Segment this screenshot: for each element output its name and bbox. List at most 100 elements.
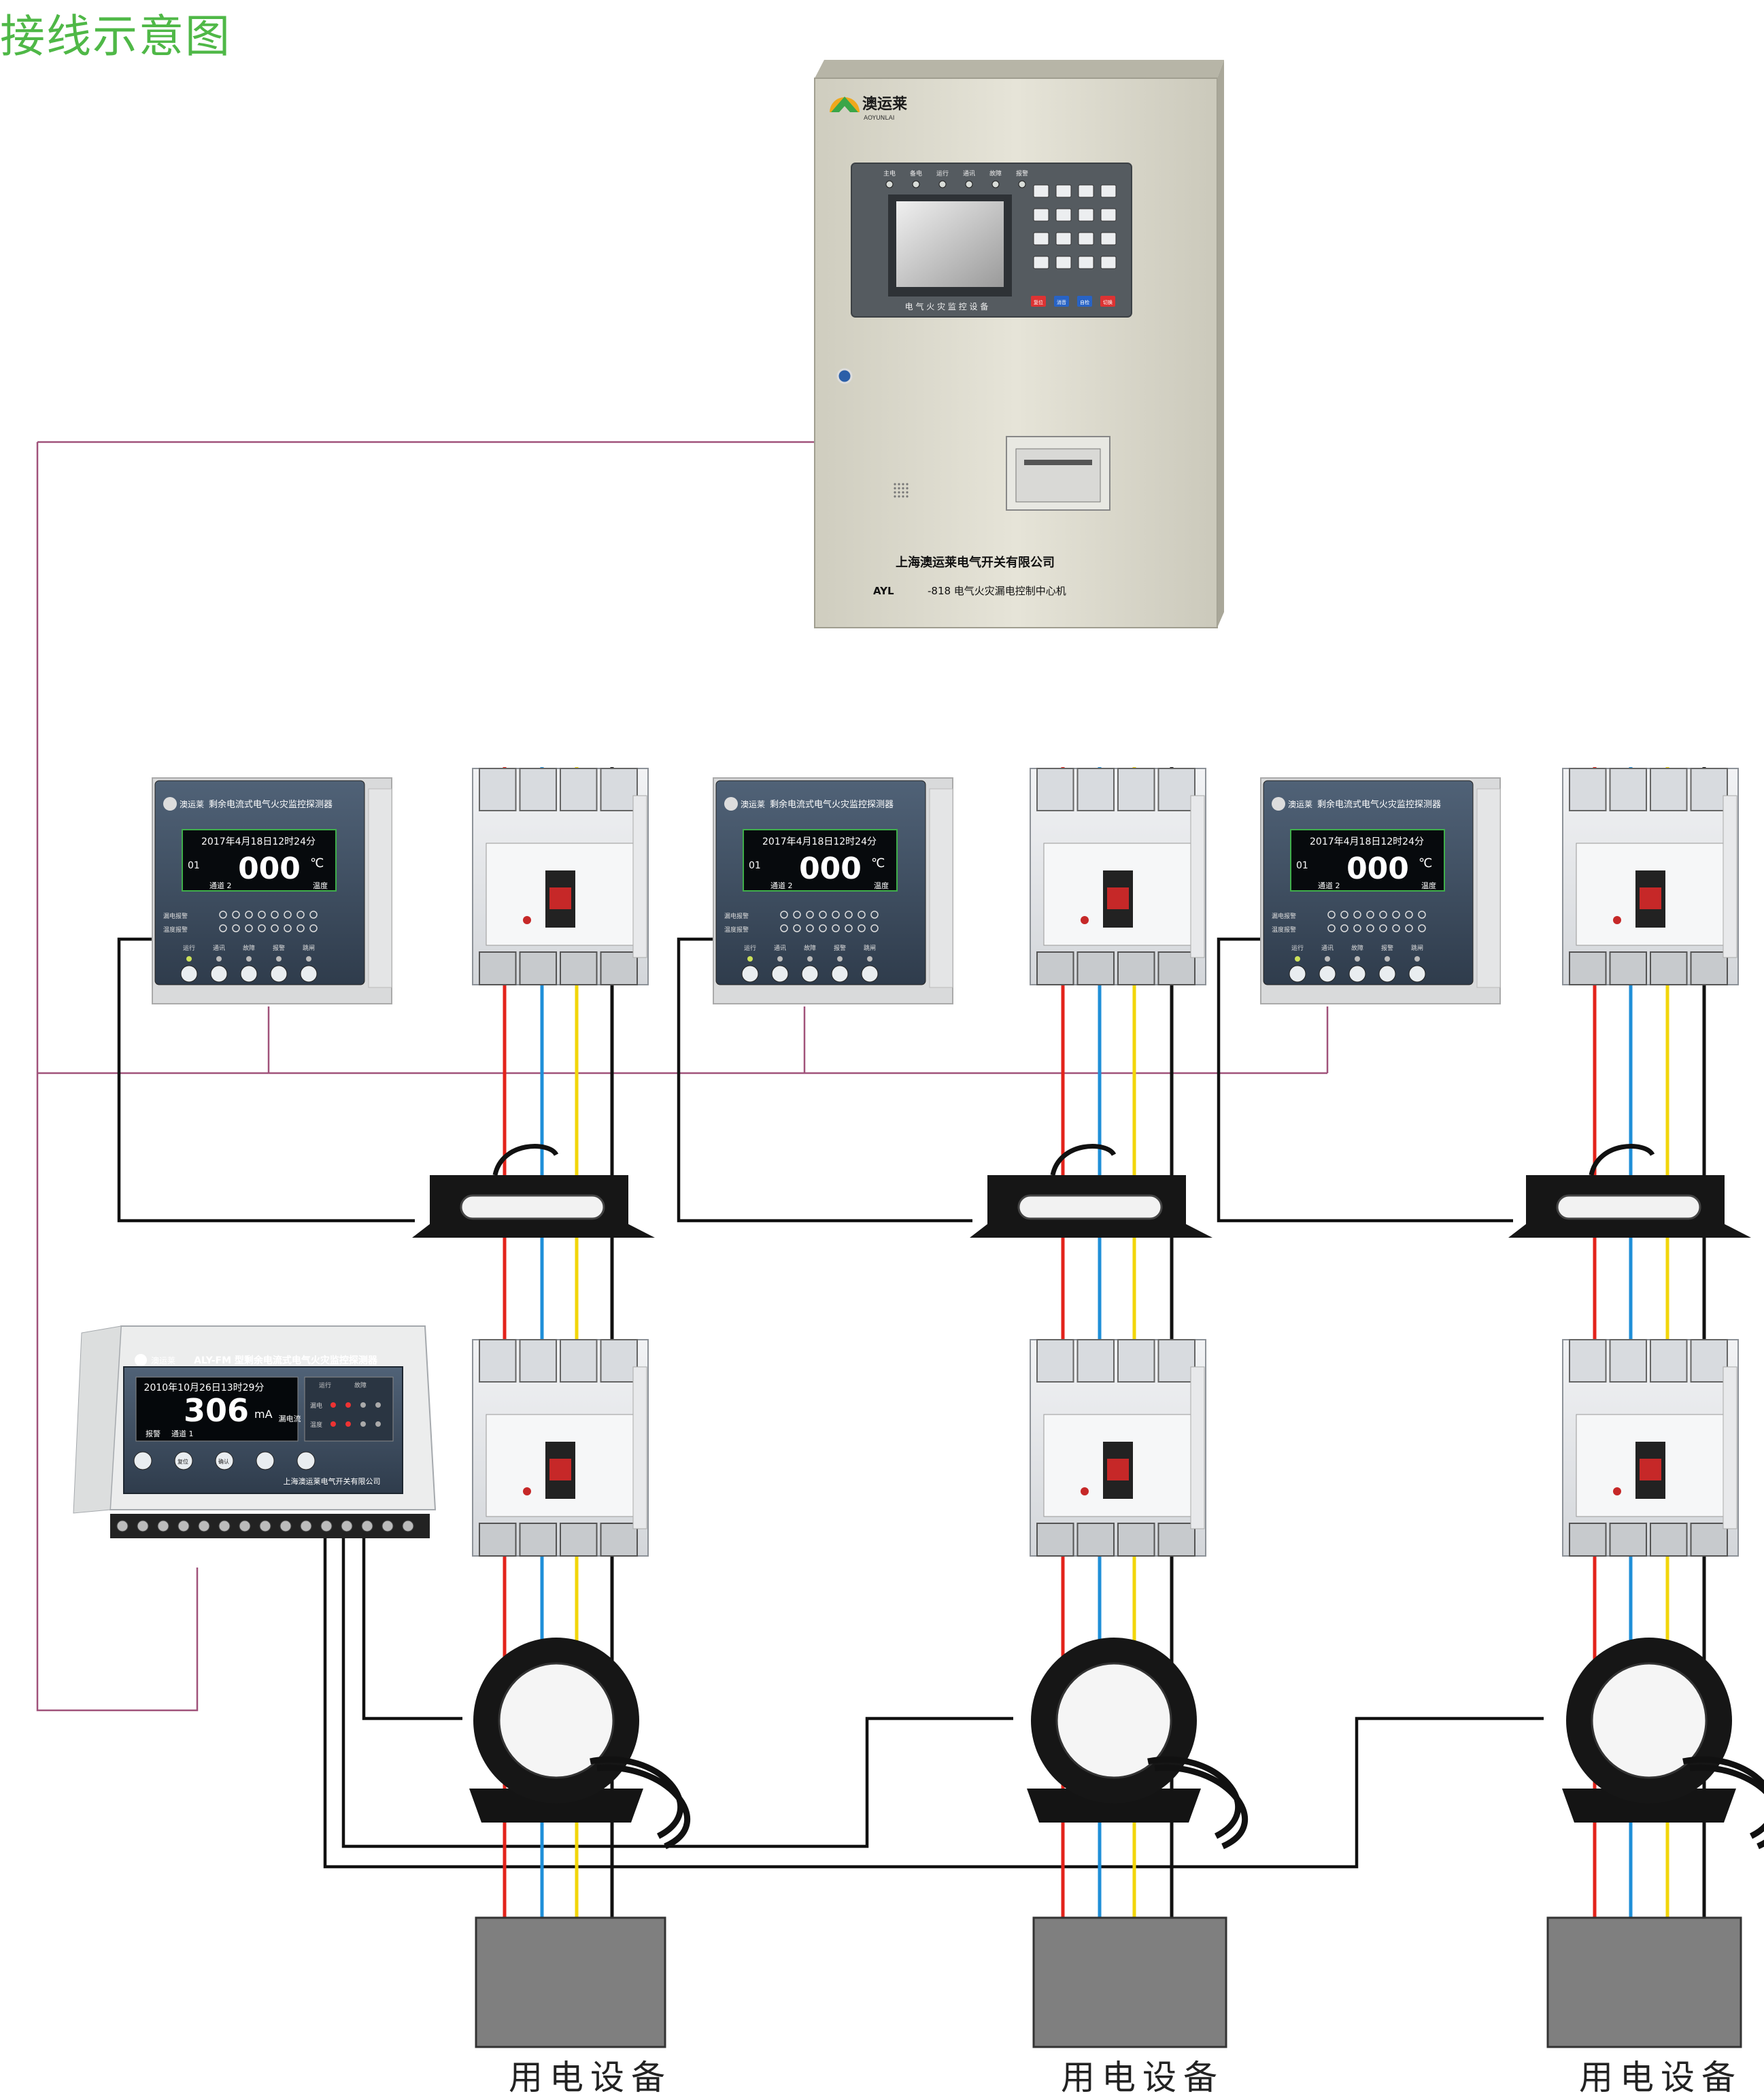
breaker-handle [1107,887,1129,909]
speaker-grille-dot [902,487,904,490]
keypad-key [1078,256,1094,269]
rail-button-label-2: 确认 [218,1458,229,1465]
split-ct-col1 [412,1144,655,1238]
detector-led [1418,924,1426,932]
split-ct-col3 [1508,1144,1751,1238]
rail-terminal-screw [300,1520,312,1532]
detector-title: 剩余电流式电气火灾监控探测器 [209,799,333,810]
breaker-terminal [1690,768,1728,811]
breaker-col2-bottom [1030,1339,1206,1557]
rail-button [215,1451,234,1470]
breaker-terminal-bottom [1117,1523,1155,1557]
rail-button [296,1451,316,1470]
load-box-1 [475,1916,666,2048]
ct-ring-cable [1682,1756,1764,1840]
detector-led [309,911,318,919]
indicator-label-3: 运行 [936,169,949,177]
signal-line-rail-ct3 [323,1534,1544,1869]
speaker-grille-dot [902,483,904,486]
breaker-terminal-bottom [600,1523,638,1557]
cabinet-company: 上海澳运莱电气开关有限公司 [896,555,1055,570]
detector-status-label-2: 通讯 [213,945,225,952]
ct-split-window [1556,1194,1701,1220]
detector-led [1327,924,1336,932]
detector-status-led [276,956,282,962]
detector-unit: ℃ [871,856,885,870]
speaker-grille-dot [902,491,904,494]
breaker-col3-top [1562,768,1739,985]
ct-ring-hole [498,1662,615,1779]
indicator-label-6: 报警 [1016,169,1028,177]
ct-ring-foot [469,1789,643,1823]
ct-ring-cable [1147,1756,1242,1840]
detector-led [1353,911,1361,919]
function-key [1031,296,1046,307]
detector-status-led [1414,956,1420,962]
detector-brand: 澳运莱 [741,800,765,809]
rail-terminal-screw [239,1520,251,1532]
detector-unit: ℃ [1419,856,1432,870]
ring-ct-col2 [1027,1638,1249,1850]
detector-button [210,965,228,983]
detector-led [1392,924,1400,932]
detector-channel-tag: 01 [188,860,200,871]
diagram-title: 接线示意图 [0,10,231,63]
detector-status-label-2: 通讯 [774,945,786,952]
indicator-led [1018,180,1026,188]
rail-terminal-screw [259,1520,271,1532]
indicator-led [885,180,894,188]
breaker-terminal-bottom [519,1523,557,1557]
detector-status-label-5: 跳闸 [864,944,876,952]
detector-led [1366,924,1374,932]
rail-side-label-1: 漏电 [310,1402,322,1410]
breaker-terminal-bottom [560,951,598,985]
rail-reading-label: 漏电流 [279,1414,301,1423]
breaker-handle [1640,1459,1661,1480]
lcd-screen [896,201,1004,287]
function-key-label-3: 自检 [1080,299,1089,305]
rail-button [174,1451,193,1470]
detector-brand: 澳运莱 [180,800,204,809]
detector-led [258,911,266,919]
lock-icon [836,368,853,384]
indicator-led [912,180,920,188]
rail-led [330,1402,336,1408]
rail-led [360,1421,366,1427]
rail-button [133,1451,152,1470]
breaker-terminal [1157,768,1195,811]
detector-led [870,911,879,919]
breaker-terminal [1569,1339,1607,1383]
cabinet-top-bevel [815,60,1224,78]
detector-row1-label: 漏电报警 [163,912,188,920]
rail-terminal-screw [157,1520,169,1532]
breaker-side [632,1366,647,1529]
breaker-col3-bottom [1562,1339,1739,1557]
speaker-grille-dot [894,487,896,490]
breaker-terminal [1650,1339,1688,1383]
breaker-terminal [600,768,638,811]
detector-channel-tag: 01 [749,860,761,871]
load-label-2: 用电设备 [1061,2058,1224,2097]
rail-terminal-screw [320,1520,333,1532]
breaker-terminal-bottom [519,951,557,985]
rail-terminal-screw [381,1520,394,1532]
indicator-led [965,180,973,188]
detector-row1-label: 漏电报警 [1272,912,1296,920]
ct-ring-cable [596,1764,691,1850]
keypad-key [1033,208,1049,222]
detector-status-led [186,956,192,962]
speaker-grille-dot [894,491,896,494]
breaker-terminal [519,1339,557,1383]
detector-title: 剩余电流式电气火灾监控探测器 [770,799,894,810]
detector-led [232,911,240,919]
breaker-side [632,795,647,958]
breaker-handle [1107,1459,1129,1480]
detector-button [861,965,879,983]
rail-date: 2010年10月26日13时29分 [144,1383,265,1393]
rail-terminal-screw [341,1520,353,1532]
detector-led [309,924,318,932]
rail-terminal-screw [361,1520,373,1532]
ct-split-cable [492,1144,559,1176]
